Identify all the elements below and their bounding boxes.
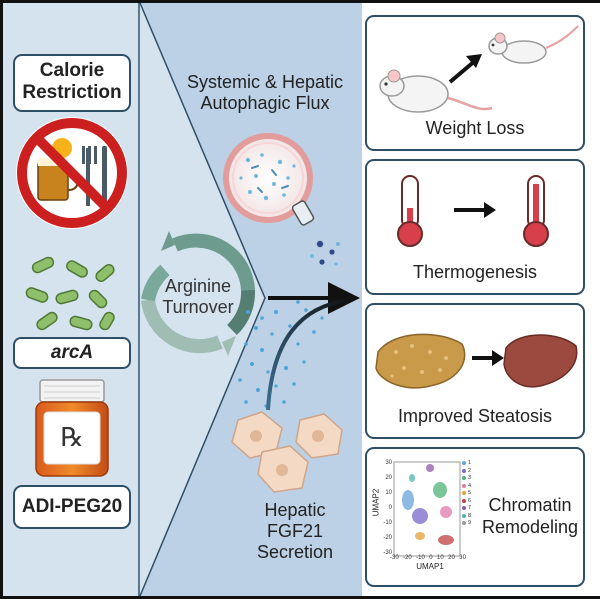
umap-x-ticks: -30 -20 -10 0 10 20 30 — [390, 555, 466, 565]
umap-legend-entry: 2 — [462, 468, 476, 474]
calorie-restriction-box — [13, 54, 131, 112]
petri-dish-icon — [223, 133, 340, 266]
legend-label: 8 — [468, 512, 472, 519]
legend-label: 7 — [468, 505, 472, 511]
umap-legend-entry: 3 — [462, 475, 476, 481]
umap-legend-entry: 8 — [462, 513, 476, 519]
secretion-dots — [238, 300, 332, 408]
umap-legend-entry: 7 — [462, 505, 476, 511]
arcA-label: arcA — [50, 342, 94, 363]
umap-x-tick: 10 — [437, 555, 444, 561]
cycle-arrows-icon — [141, 231, 256, 356]
funnel-wedge — [140, 3, 265, 596]
legend-dot-icon — [462, 476, 466, 480]
umap-y-tick: 20 — [385, 475, 392, 481]
legend-label: 3 — [468, 475, 472, 481]
legend-dot-icon — [462, 513, 466, 518]
umap-legend-entry: 9 — [462, 520, 476, 526]
mouse-icon — [379, 25, 579, 113]
liver-icon — [375, 333, 578, 389]
umap-y-tick: 10 — [385, 490, 392, 496]
umap-legend-entry: 4 — [462, 483, 476, 489]
umap-x-tick: 30 — [459, 555, 466, 561]
umap-legend-entry: 5 — [462, 490, 476, 496]
no-food-sign-icon — [16, 117, 128, 229]
funnel-edge — [139, 2, 266, 597]
umap-y-ticks: 30 20 10 0 -10 -20 -30 — [378, 460, 392, 556]
legend-label: 5 — [468, 490, 472, 496]
bacteria-icon — [25, 256, 115, 331]
umap-x-tick: 0 — [429, 555, 433, 561]
umap-x-tick: -20 — [403, 555, 412, 561]
legend-dot-icon — [462, 498, 466, 503]
legend-label: 2 — [468, 467, 472, 474]
hepatocyte-icon — [231, 411, 343, 493]
legend-dot-icon — [462, 483, 466, 488]
legend-dot-icon — [462, 521, 466, 525]
thermogenesis-label: Thermogenesis — [412, 262, 538, 282]
pill-bottle-icon: ℞ — [35, 379, 109, 477]
legend-dot-icon — [462, 468, 466, 473]
calorie-restriction-label: Calorie Restriction — [22, 60, 122, 103]
rx-symbol-icon: ℞ — [60, 423, 83, 452]
umap-legend-entry: 1 — [462, 460, 476, 466]
umap-plot-icon — [393, 461, 461, 557]
umap-y-tick: 30 — [385, 460, 392, 466]
arginine-turnover-label: Arginine Turnover — [162, 276, 234, 317]
umap-y-tick: -20 — [383, 535, 392, 541]
legend-label: 1 — [468, 460, 472, 466]
umap-y-tick: -30 — [383, 550, 392, 556]
umap-legend-entry: 6 — [462, 498, 476, 504]
adi-peg20-box — [13, 485, 131, 529]
umap-x-tick: 20 — [448, 555, 455, 561]
umap-clusters — [402, 464, 454, 545]
legend-label: 6 — [468, 497, 472, 504]
fgf21-stream-arrow — [266, 298, 351, 411]
legend-dot-icon — [462, 491, 466, 495]
steatosis-label: Improved Steatosis — [397, 406, 553, 426]
legend-label: 4 — [468, 482, 472, 489]
umap-y-tick: -10 — [383, 520, 392, 526]
chromatin-remodeling-label: Chromatin Remodeling — [481, 495, 579, 537]
arcA-box — [13, 337, 131, 369]
legend-label: 9 — [468, 520, 472, 526]
autophagic-flux-label: Systemic & Hepatic Autophagic Flux — [186, 72, 344, 113]
thermometer-icon — [397, 175, 549, 247]
umap-xlabel: UMAP1 — [416, 562, 444, 571]
fgf21-secretion-label: Hepatic FGF21 Secretion — [256, 500, 334, 562]
umap-x-tick: -10 — [416, 555, 425, 561]
adi-peg20-label: ADI-PEG20 — [21, 496, 123, 517]
umap-x-tick: -30 — [390, 555, 399, 561]
weight-loss-label: Weight Loss — [425, 118, 525, 138]
legend-dot-icon — [462, 461, 466, 465]
legend-dot-icon — [462, 506, 466, 510]
umap-y-tick: 0 — [388, 505, 392, 511]
